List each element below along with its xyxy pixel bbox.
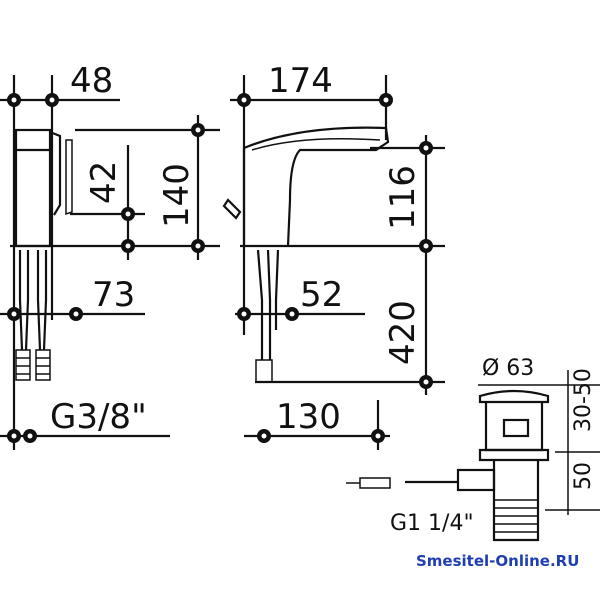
side-dim-markers [7,93,205,443]
drain-rod-housing [456,468,496,492]
label-thread: G3/8" [50,397,147,437]
side-spout-edge [49,130,62,216]
drain-linkage [359,477,391,489]
watermark-text: Smesitel-Online.RU [416,552,579,570]
front-faucet-body [242,126,390,247]
drain-view: Ø 63 30-50 50 G1 1/4" [346,356,600,542]
label-140: 140 [157,163,197,228]
hose-nut-left [15,349,31,381]
front-dim-markers [237,93,433,443]
label-42: 42 [84,161,124,204]
label-48: 48 [70,61,113,101]
label-116: 116 [383,165,423,230]
drain-overflow-slot [502,418,530,438]
label-52: 52 [300,275,343,315]
label-130: 130 [276,397,341,437]
label-420: 420 [383,300,423,365]
side-handle [65,139,73,216]
label-drain-diameter: Ø 63 [482,356,534,381]
side-view: 48 42 140 73 G3/8" [0,61,220,450]
label-73: 73 [92,275,135,315]
drain-thread-lines [494,499,538,533]
side-body [14,128,52,248]
label-174: 174 [268,61,333,101]
drain-cap [478,389,550,404]
label-drain-body: 50 [571,462,596,490]
drain-upper-body [484,402,544,452]
front-hose-nut [255,359,273,383]
front-view: 174 116 52 420 130 [222,61,445,450]
label-drain-top: 30-50 [571,368,596,432]
label-drain-thread: G1 1/4" [390,511,474,536]
hose-nut-right [35,349,51,381]
front-lever [222,198,242,220]
